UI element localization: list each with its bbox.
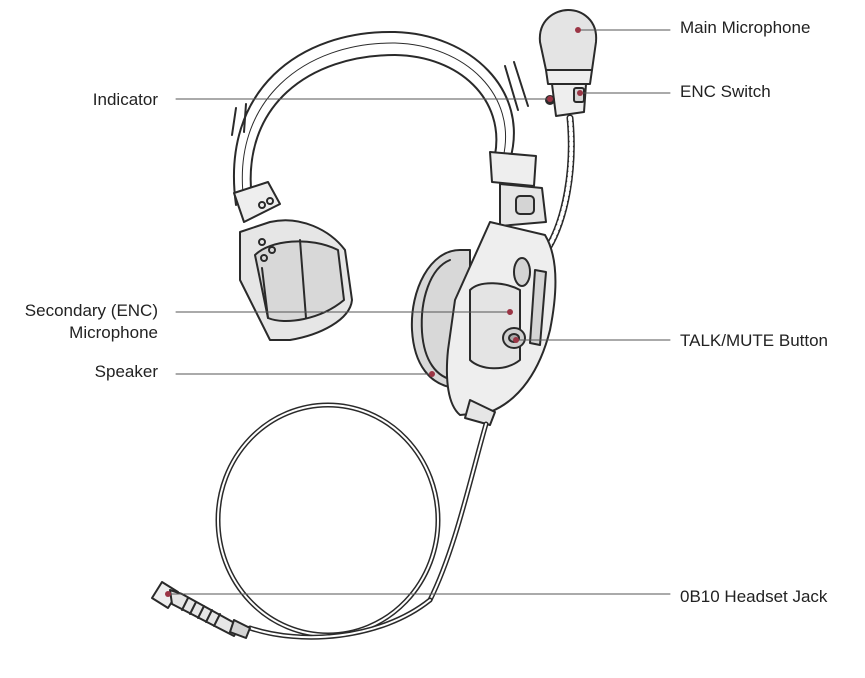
label-secondary-mic-line1: Secondary (ENC) <box>25 300 158 322</box>
mic-boom <box>540 10 596 248</box>
dot-secondary-mic <box>507 309 513 315</box>
dot-indicator <box>547 96 553 102</box>
right-earcup <box>412 152 556 425</box>
leader-lines <box>168 30 670 594</box>
headband <box>232 32 528 205</box>
label-headset-jack: 0B10 Headset Jack <box>680 586 827 608</box>
label-main-microphone: Main Microphone <box>680 17 810 39</box>
label-indicator: Indicator <box>93 89 158 111</box>
label-secondary-mic-line2: Microphone <box>25 322 158 344</box>
label-talk-mute-button: TALK/MUTE Button <box>680 330 828 352</box>
dot-talk-mute <box>513 337 519 343</box>
dot-headset-jack <box>165 591 171 597</box>
left-earcup <box>234 182 352 340</box>
label-enc-switch: ENC Switch <box>680 81 771 103</box>
label-secondary-mic: Secondary (ENC) Microphone <box>25 300 158 344</box>
cable <box>218 405 486 637</box>
dot-main-microphone <box>575 27 581 33</box>
dot-enc-switch <box>577 90 583 96</box>
connector-jack <box>152 582 250 638</box>
dot-speaker <box>429 371 435 377</box>
label-speaker: Speaker <box>95 361 158 383</box>
